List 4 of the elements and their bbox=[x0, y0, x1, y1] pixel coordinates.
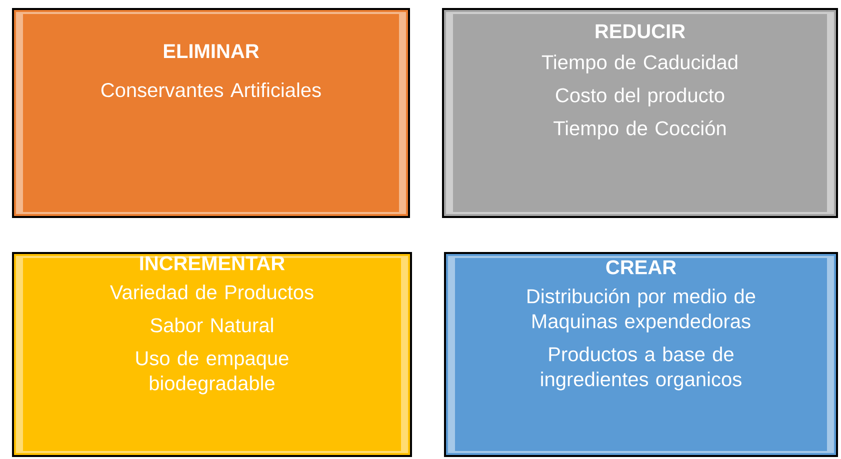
category-box: CREAR Distribución por medio de Maquinas expendedoras Productos a base de ingredientes organicos bbox=[444, 252, 838, 457]
category-box: INCREMENTAR Variedad de Productos Sabor Natural Uso de empaque biodegradable bbox=[12, 252, 412, 457]
category-box: ELIMINAR Conservantes Artificiales bbox=[12, 8, 410, 218]
category-box: REDUCIR Tiempo de Caducidad Costo del producto Tiempo de Cocción bbox=[442, 8, 838, 218]
